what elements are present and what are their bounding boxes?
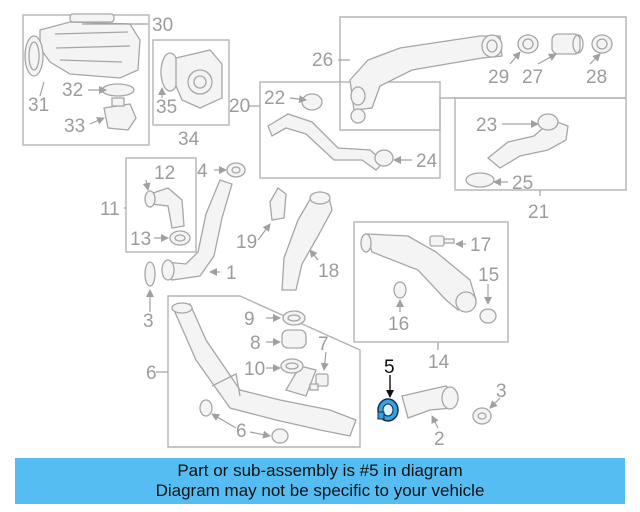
- callout-8: 7: [318, 334, 329, 355]
- clamp-14-part: [169, 230, 191, 246]
- callout-3-left: 3: [143, 311, 154, 332]
- callout-27: 26: [312, 50, 333, 71]
- banner-line-2: Diagram may not be specific to your vehi…: [155, 481, 485, 500]
- gasket-16-part: [479, 308, 497, 324]
- hose-9-part: [281, 329, 307, 349]
- parts-diagram: 30 31 32 33 35 34 26 29 27 28 20 22 24 2…: [22, 13, 627, 450]
- clamp-4-part: [226, 162, 246, 178]
- throttle-body-part: [160, 49, 223, 109]
- hose-13-part: [144, 187, 185, 229]
- callout-12: 11: [100, 199, 120, 220]
- callout-26: 25: [512, 173, 533, 194]
- callout-10: 9: [244, 309, 255, 330]
- callout-14: 13: [130, 229, 151, 250]
- callout-33: 32: [62, 80, 83, 101]
- banner-line-1: Part or sub-assembly is #5 in diagram: [177, 461, 463, 480]
- intake-pipe-27-part: [349, 34, 503, 124]
- gasket-3-right-part: [472, 407, 492, 425]
- info-banner: Part or sub-assembly is #5 in diagram Di…: [15, 458, 625, 504]
- grommet-17-part: [393, 281, 407, 299]
- group-box-12: [125, 157, 197, 253]
- callout-34: 33: [64, 116, 85, 137]
- bolt-8-part: [309, 373, 329, 391]
- callout-23: 22: [264, 88, 285, 109]
- hose-28-part: [551, 33, 584, 55]
- bracket-20-part: [269, 187, 287, 221]
- group-box-35: [152, 39, 230, 126]
- clamp-29-part: [591, 34, 613, 54]
- hose-1-part: [161, 179, 233, 281]
- fitting-34-part: [103, 97, 137, 131]
- callout-16: 15: [478, 265, 499, 286]
- callout-28: 27: [522, 67, 543, 88]
- hose-2-part: [401, 385, 459, 419]
- callout-30: 29: [488, 67, 509, 88]
- callout-35: 34: [178, 129, 200, 150]
- callout-18: 17: [470, 235, 491, 256]
- callout-25: 24: [416, 151, 438, 172]
- callout-22: 21: [528, 202, 549, 223]
- clamp-11-part: [280, 358, 304, 374]
- cap-7-part: [199, 399, 289, 444]
- callout-1: 1: [226, 263, 237, 284]
- callout-4: 4: [197, 161, 208, 182]
- gasket-33-part: [101, 83, 135, 97]
- callout-13: 12: [154, 163, 175, 184]
- callout-32: 31: [28, 95, 49, 116]
- callout-20: 19: [236, 232, 257, 253]
- callout-11: 10: [244, 359, 265, 380]
- clamp-30-part: [517, 34, 539, 54]
- callout-9: 8: [250, 333, 261, 354]
- callout-15: 14: [428, 352, 450, 373]
- callout-31: 30: [152, 15, 173, 36]
- bolt-18-part: [429, 235, 455, 247]
- clamp-10-part: [282, 310, 306, 326]
- callout-21: 20: [229, 96, 250, 117]
- group-box-6: [167, 295, 361, 448]
- clamp-5-highlighted-part: [377, 398, 399, 422]
- gasket-3-left-part: [144, 261, 156, 287]
- callout-24: 23: [476, 115, 497, 136]
- callout-36: 35: [156, 97, 177, 118]
- intake-manifold-part: [24, 13, 141, 79]
- callout-6: 6: [146, 363, 157, 384]
- callout-17: 16: [388, 314, 409, 335]
- callout-3-right: 3: [496, 381, 507, 402]
- callout-7: 6: [236, 421, 247, 442]
- hose-22-part: [465, 113, 569, 188]
- callout-2: 2: [434, 429, 445, 450]
- pipe-15-part: [360, 233, 477, 313]
- hose-21-part: [267, 93, 394, 171]
- group-box-15: [353, 221, 509, 343]
- callout-19: 18: [318, 261, 339, 282]
- pipe-6-part: [171, 302, 357, 437]
- callout-29: 28: [586, 67, 607, 88]
- callout-5-highlighted: 5: [384, 357, 395, 378]
